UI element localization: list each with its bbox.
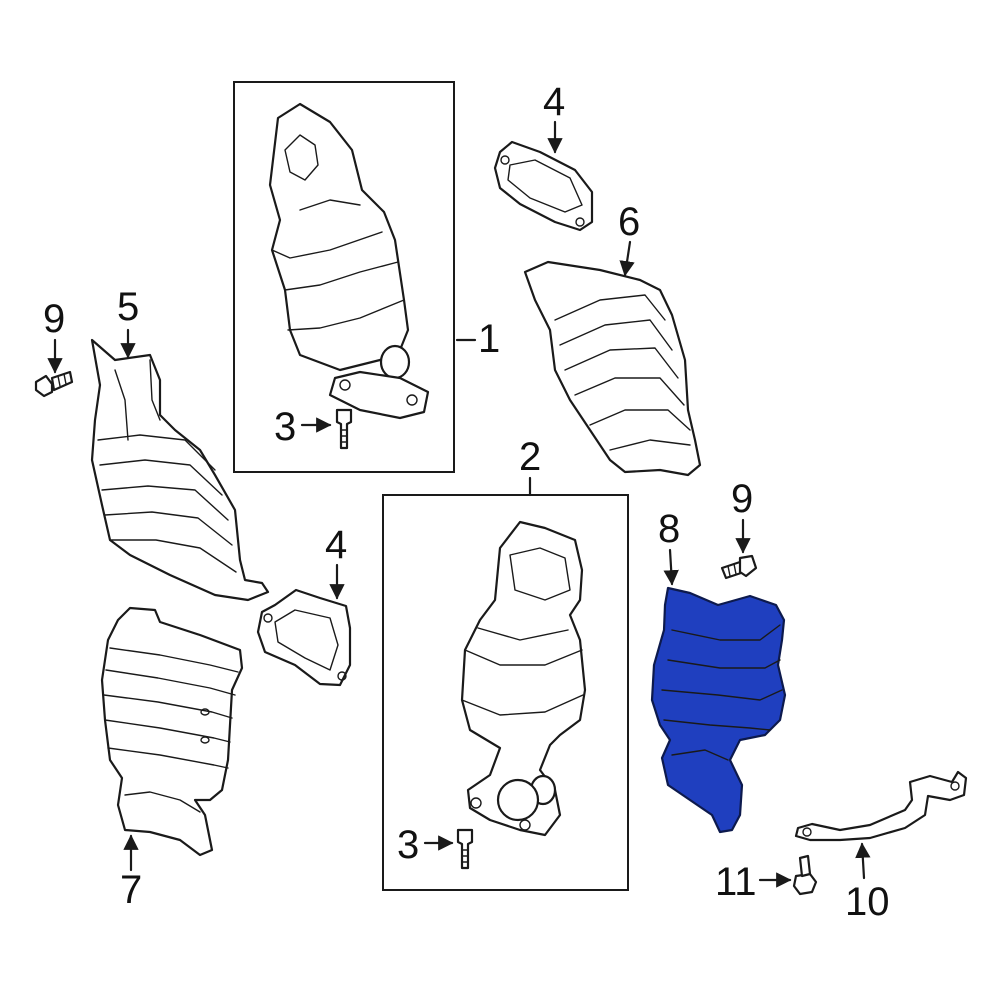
callout-4-lower: 4: [325, 523, 347, 567]
callout-4-upper: 4: [543, 80, 565, 124]
callout-9-left: 9: [43, 297, 65, 341]
heat-shield-6[interactable]: [523, 260, 702, 477]
callout-3-lower: 3: [397, 823, 419, 867]
bolt-9-right[interactable]: [720, 554, 758, 580]
bolt-3-lower[interactable]: [456, 828, 474, 870]
callout-10: 10: [845, 880, 890, 924]
catalytic-converter-2-box: [382, 494, 629, 891]
callout-1: 1: [478, 317, 500, 361]
catalytic-converter-rear[interactable]: [460, 520, 587, 837]
callout-9-right: 9: [731, 477, 753, 521]
callout-5: 5: [117, 285, 139, 329]
bracket-10[interactable]: [794, 770, 968, 842]
bolt-3-upper[interactable]: [335, 408, 353, 450]
bolt-11[interactable]: [792, 854, 818, 896]
catalytic-converter-front[interactable]: [268, 102, 430, 420]
heat-shield-7[interactable]: [100, 606, 244, 857]
heat-shield-8-highlighted[interactable]: [650, 586, 787, 834]
callout-8: 8: [658, 507, 680, 551]
callout-3-upper: 3: [274, 405, 296, 449]
bolt-9-left[interactable]: [34, 370, 74, 398]
catalytic-converter-1-box: [233, 81, 455, 473]
heat-shield-5[interactable]: [90, 338, 270, 602]
callout-6: 6: [618, 200, 640, 244]
callout-arrows: [47, 120, 871, 888]
callout-11: 11: [715, 860, 757, 904]
callout-7: 7: [120, 868, 142, 912]
gasket-4-lower[interactable]: [256, 588, 352, 687]
callout-2: 2: [519, 435, 541, 479]
gasket-4-upper[interactable]: [493, 140, 594, 232]
